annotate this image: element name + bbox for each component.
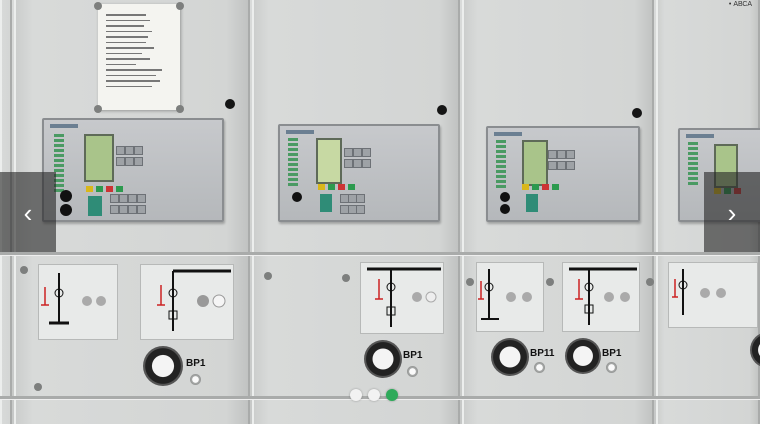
label-sheet (98, 4, 180, 110)
pressure-gauge (750, 332, 760, 368)
protection-relay-3 (486, 126, 640, 222)
screw (176, 2, 184, 10)
screw (546, 278, 554, 286)
mimic-diagram-2 (140, 264, 234, 340)
screw (264, 272, 272, 280)
indicator-hole (437, 105, 447, 115)
protection-relay-1 (42, 118, 224, 222)
pressure-gauge (364, 340, 402, 378)
screw (176, 105, 184, 113)
carousel-next-button[interactable]: › (704, 172, 760, 252)
screw (20, 266, 28, 274)
carousel-dot-3[interactable] (386, 389, 398, 401)
carousel-pagination (350, 389, 398, 401)
indicator-lamp (407, 366, 418, 377)
panel-seam-lower (0, 396, 760, 399)
screw (34, 383, 42, 391)
panel-seam-upper (0, 252, 760, 255)
pressure-gauge (565, 338, 601, 374)
carousel-prev-button[interactable]: ‹ (0, 172, 56, 252)
mimic-diagram-1 (38, 264, 118, 340)
pressure-gauge (143, 346, 183, 386)
mimic-diagram-6 (668, 262, 758, 328)
mimic-diagram-3 (360, 262, 444, 334)
mimic-diagram-5 (562, 262, 640, 332)
gauge-label: BP11 (530, 348, 555, 359)
screw (342, 274, 350, 282)
indicator-lamp (606, 362, 617, 373)
chevron-right-icon: › (727, 198, 737, 228)
screw (646, 278, 654, 286)
screw (94, 105, 102, 113)
screw (466, 278, 474, 286)
indicator-hole (225, 99, 235, 109)
pressure-gauge (491, 338, 529, 376)
gauge-label: BP1 (186, 358, 206, 369)
indicator-lamp (534, 362, 545, 373)
gauge-label: BP1 (602, 348, 622, 359)
carousel-dot-1[interactable] (350, 389, 362, 401)
corner-tag: • АВСА (728, 1, 752, 8)
protection-relay-2 (278, 124, 440, 222)
indicator-lamp (190, 374, 201, 385)
screw (94, 2, 102, 10)
mimic-diagram-4 (476, 262, 544, 332)
gauge-label: BP1 (403, 350, 423, 361)
indicator-hole (632, 108, 642, 118)
chevron-left-icon: ‹ (23, 198, 33, 228)
carousel-dot-2[interactable] (368, 389, 380, 401)
